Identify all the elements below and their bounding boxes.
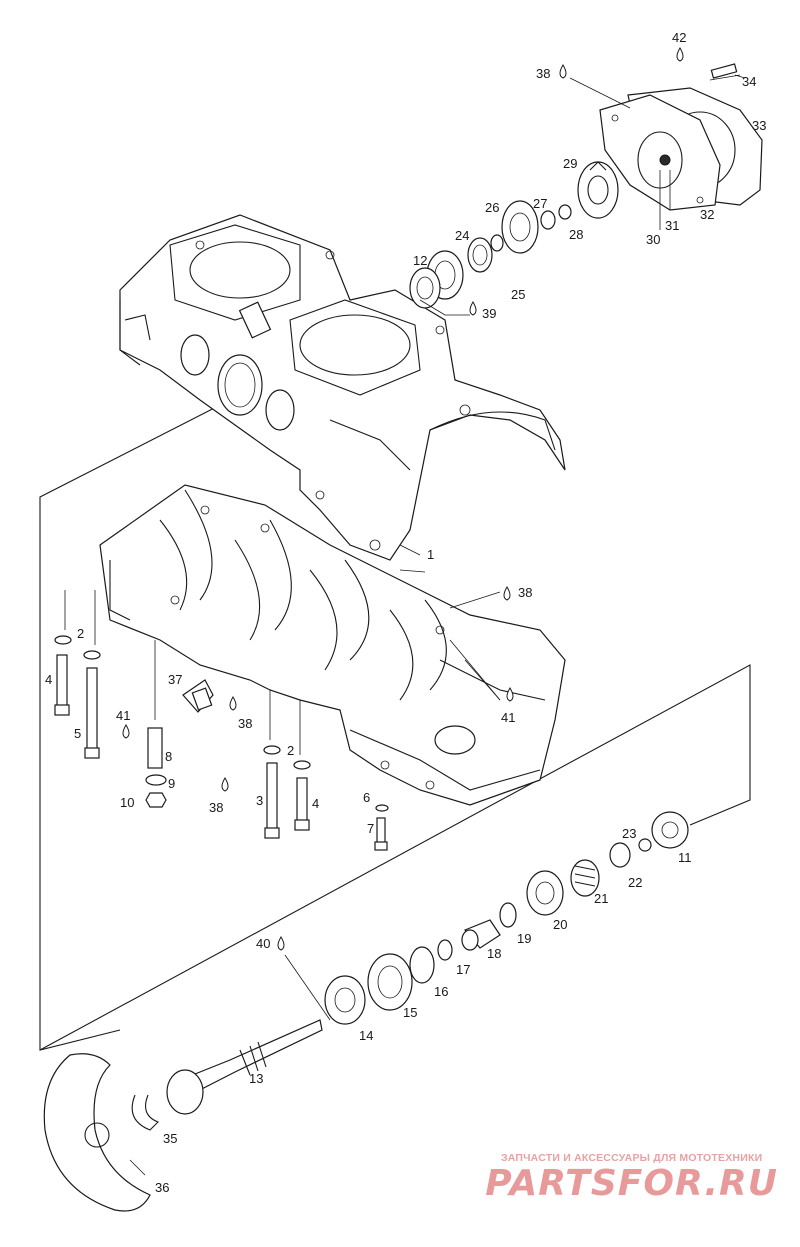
- part-label-22: 22: [628, 875, 642, 890]
- part-label-8: 8: [165, 749, 172, 764]
- part-label-4: 4: [45, 672, 52, 687]
- part-label-20: 20: [553, 917, 567, 932]
- drop-icon: [506, 687, 514, 702]
- part-label-30: 30: [646, 232, 660, 247]
- drop-icon: [229, 696, 237, 711]
- part-label-26: 26: [485, 200, 499, 215]
- part-label-6: 6: [363, 790, 370, 805]
- leader-lines: [64, 74, 746, 1176]
- part-label-2-right: 2: [287, 743, 294, 758]
- part-label-31: 31: [665, 218, 679, 233]
- part-label-16: 16: [434, 984, 448, 999]
- drop-icon: [559, 64, 567, 79]
- part-label-41-right: 41: [501, 710, 515, 725]
- brand-watermark: ЗАПЧАСТИ И АКСЕССУАРЫ ДЛЯ МОТОТЕХНИКИ PA…: [485, 1152, 778, 1204]
- part-number-labels: 42 38 34 33 29 27 26 32 31 28 24 30 12 2…: [45, 30, 766, 1195]
- drop-icon: [221, 777, 229, 792]
- part-label-36: 36: [155, 1180, 169, 1195]
- drive-plate: [43, 1053, 151, 1212]
- drop-icon: [469, 301, 477, 316]
- part-label-13: 13: [249, 1071, 263, 1086]
- assembly-frame-lines: [39, 399, 751, 1051]
- part-label-9: 9: [168, 776, 175, 791]
- part-label-1: 1: [427, 547, 434, 562]
- upper-crankcase-half: [119, 214, 566, 561]
- watermark-tagline: ЗАПЧАСТИ И АКСЕССУАРЫ ДЛЯ МОТОТЕХНИКИ: [500, 1152, 763, 1164]
- part-label-10: 10: [120, 795, 134, 810]
- part-label-4-right: 4: [312, 796, 319, 811]
- part-label-21: 21: [594, 891, 608, 906]
- part-label-11: 11: [678, 850, 692, 865]
- part-label-27: 27: [533, 196, 547, 211]
- part-label-3: 3: [256, 793, 263, 808]
- drop-icon: [503, 586, 511, 601]
- part-label-28: 28: [569, 227, 583, 242]
- part-label-37: 37: [168, 672, 182, 687]
- part-label-18: 18: [487, 946, 501, 961]
- part-label-34: 34: [742, 74, 756, 89]
- part-label-38-lower: 38: [518, 585, 532, 600]
- pump-cover-assembly: [577, 63, 763, 219]
- part-label-12: 12: [413, 253, 427, 268]
- part-label-25: 25: [511, 287, 525, 302]
- part-label-41: 41: [116, 708, 130, 723]
- drop-icon: [676, 47, 684, 62]
- part-label-35: 35: [163, 1131, 177, 1146]
- part-label-14: 14: [359, 1028, 373, 1043]
- part-label-23: 23: [622, 826, 636, 841]
- part-label-7: 7: [367, 821, 374, 836]
- fastener-set: [54, 635, 389, 851]
- drop-icon: [277, 936, 285, 951]
- part-label-5: 5: [74, 726, 81, 741]
- part-label-32: 32: [700, 207, 714, 222]
- part-label-42: 42: [672, 30, 686, 45]
- part-label-38: 38: [536, 66, 550, 81]
- part-label-24: 24: [455, 228, 469, 243]
- upper-seal-stack: [409, 200, 572, 309]
- part-label-15: 15: [403, 1005, 417, 1020]
- part-label-2: 2: [77, 626, 84, 641]
- watermark-brand-logo: PARTSFOR.RU: [485, 1163, 778, 1204]
- part-label-38-mid: 38: [238, 716, 252, 731]
- part-label-40: 40: [256, 936, 270, 951]
- lower-crankcase-half: [99, 484, 566, 806]
- part-label-39: 39: [482, 306, 496, 321]
- part-label-17: 17: [456, 962, 470, 977]
- part-label-33: 33: [752, 118, 766, 133]
- lubrication-drops: [122, 47, 684, 951]
- drop-icon: [122, 724, 130, 739]
- part-label-29: 29: [563, 156, 577, 171]
- part-label-19: 19: [517, 931, 531, 946]
- part-label-38-bottom: 38: [209, 800, 223, 815]
- shaft-assembly: [131, 811, 689, 1131]
